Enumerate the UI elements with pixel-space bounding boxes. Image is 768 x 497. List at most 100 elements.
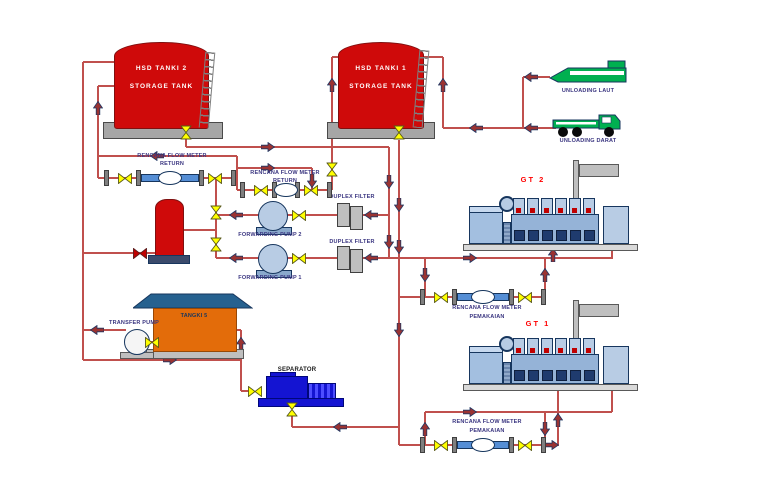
engine-window — [584, 230, 595, 241]
duplex-filter-1-icon — [337, 203, 350, 227]
engine-window — [528, 370, 539, 381]
valve-icon — [145, 336, 159, 348]
pipe-segment — [186, 146, 389, 148]
pipe-segment — [82, 62, 84, 360]
flow-meter-1-sublabel: RETURN — [159, 161, 185, 167]
flow-meter-assembly — [104, 169, 236, 187]
engine-window — [528, 230, 539, 241]
valve-icon — [118, 172, 132, 184]
unloading-sea-label: UNLOADING LAUT — [561, 88, 615, 94]
duplex-filter-2-icon — [350, 249, 363, 273]
flange-icon — [420, 437, 425, 453]
control-cabinet — [603, 206, 629, 244]
flange-icon — [509, 437, 514, 453]
flow-arrow-icon — [438, 78, 448, 92]
flange-icon — [452, 437, 457, 453]
valve-icon — [518, 439, 532, 451]
flow-arrow-icon — [540, 422, 550, 436]
tangki5-roof — [133, 292, 253, 309]
tank2-name: HSD TANKI 2 — [135, 65, 188, 72]
separator-base — [258, 398, 344, 407]
forwarding-pump-1-label: FORWARDING PUMP 1 — [238, 275, 302, 281]
engine-window — [542, 370, 553, 381]
engine-window — [514, 230, 525, 241]
flow-meter-icon — [471, 438, 495, 452]
valve-icon — [286, 402, 298, 416]
flow-arrow-icon — [364, 253, 378, 263]
pipe-segment — [442, 57, 444, 128]
gt1-label: GT 1 — [525, 319, 551, 328]
control-cabinet — [603, 346, 629, 384]
valve-icon — [210, 205, 222, 219]
duplex-filter-1-label: DUPLEX FILTER — [329, 194, 375, 200]
flow-meter-4-sublabel: PEMAKAIAN — [469, 428, 505, 434]
flow-arrow-icon — [524, 123, 538, 133]
forwarding-pump-2-icon — [258, 201, 288, 231]
flow-arrow-icon — [524, 72, 538, 82]
pipe-segment — [291, 414, 293, 427]
flange-icon — [420, 289, 425, 305]
valve-icon — [254, 184, 268, 196]
flow-arrow-icon — [463, 253, 477, 263]
pipe-segment — [241, 390, 253, 392]
injector-icon — [544, 208, 549, 213]
tank1-name: HSD TANKI 1 — [355, 65, 407, 72]
injector-icon — [530, 348, 535, 353]
flow-arrow-icon — [261, 163, 275, 173]
flow-meter-assembly — [420, 288, 546, 306]
pipe-segment — [443, 127, 556, 129]
flow-arrow-icon — [553, 413, 563, 427]
pipe-segment — [332, 56, 340, 58]
pipe-segment — [180, 229, 216, 231]
flange-icon — [327, 182, 332, 198]
valve-icon — [434, 439, 448, 451]
transfer-pump-label: TRANSFER PUMP — [109, 320, 159, 326]
alternator — [469, 212, 503, 244]
genset-baseframe — [463, 244, 638, 251]
injector-icon — [586, 208, 591, 213]
flow-arrow-icon — [548, 248, 558, 262]
pipe-segment — [98, 155, 237, 157]
engine-window — [570, 370, 581, 381]
flow-arrow-icon — [93, 101, 103, 115]
injector-icon — [586, 348, 591, 353]
injector-icon — [516, 208, 521, 213]
flow-meter-2-label: RENCANA FLOW METER — [250, 170, 320, 176]
pipe-segment — [611, 251, 613, 258]
valve-icon — [210, 237, 222, 251]
flow-arrow-icon — [394, 240, 404, 254]
flow-arrow-icon — [229, 253, 243, 263]
duplex-filter-2-icon — [337, 246, 350, 270]
flow-arrow-icon — [469, 123, 483, 133]
flow-arrow-icon — [364, 210, 378, 220]
flange-icon — [541, 289, 546, 305]
flow-arrow-icon — [394, 198, 404, 212]
tangki5-building — [153, 308, 237, 352]
tank1-type: STORAGE TANK — [349, 83, 413, 90]
pipe-segment — [216, 257, 613, 259]
flow-arrow-icon — [327, 78, 337, 92]
engine-window — [556, 370, 567, 381]
separator-label: SEPARATOR — [277, 367, 317, 373]
injector-icon — [572, 208, 577, 213]
engine-window — [570, 230, 581, 241]
flow-arrow-icon — [333, 422, 347, 432]
flange-icon — [231, 170, 236, 186]
pipe-segment — [83, 329, 126, 331]
flow-meter-3-label: RENCANA FLOW METER — [452, 305, 522, 311]
pipe-segment — [97, 86, 99, 178]
flow-arrow-icon — [384, 175, 394, 189]
flange-icon — [452, 289, 457, 305]
pipe-segment — [83, 252, 155, 254]
injector-icon — [516, 348, 521, 353]
duplex-filter-1-icon — [350, 206, 363, 230]
buffer-vessel — [155, 199, 184, 259]
generator-gt2 — [463, 160, 638, 254]
pipe-segment — [420, 56, 443, 58]
engine-window — [514, 370, 525, 381]
flow-arrow-icon — [261, 142, 275, 152]
valve-icon — [304, 184, 318, 196]
pipe-segment — [399, 444, 425, 446]
pipe-segment — [398, 140, 400, 445]
